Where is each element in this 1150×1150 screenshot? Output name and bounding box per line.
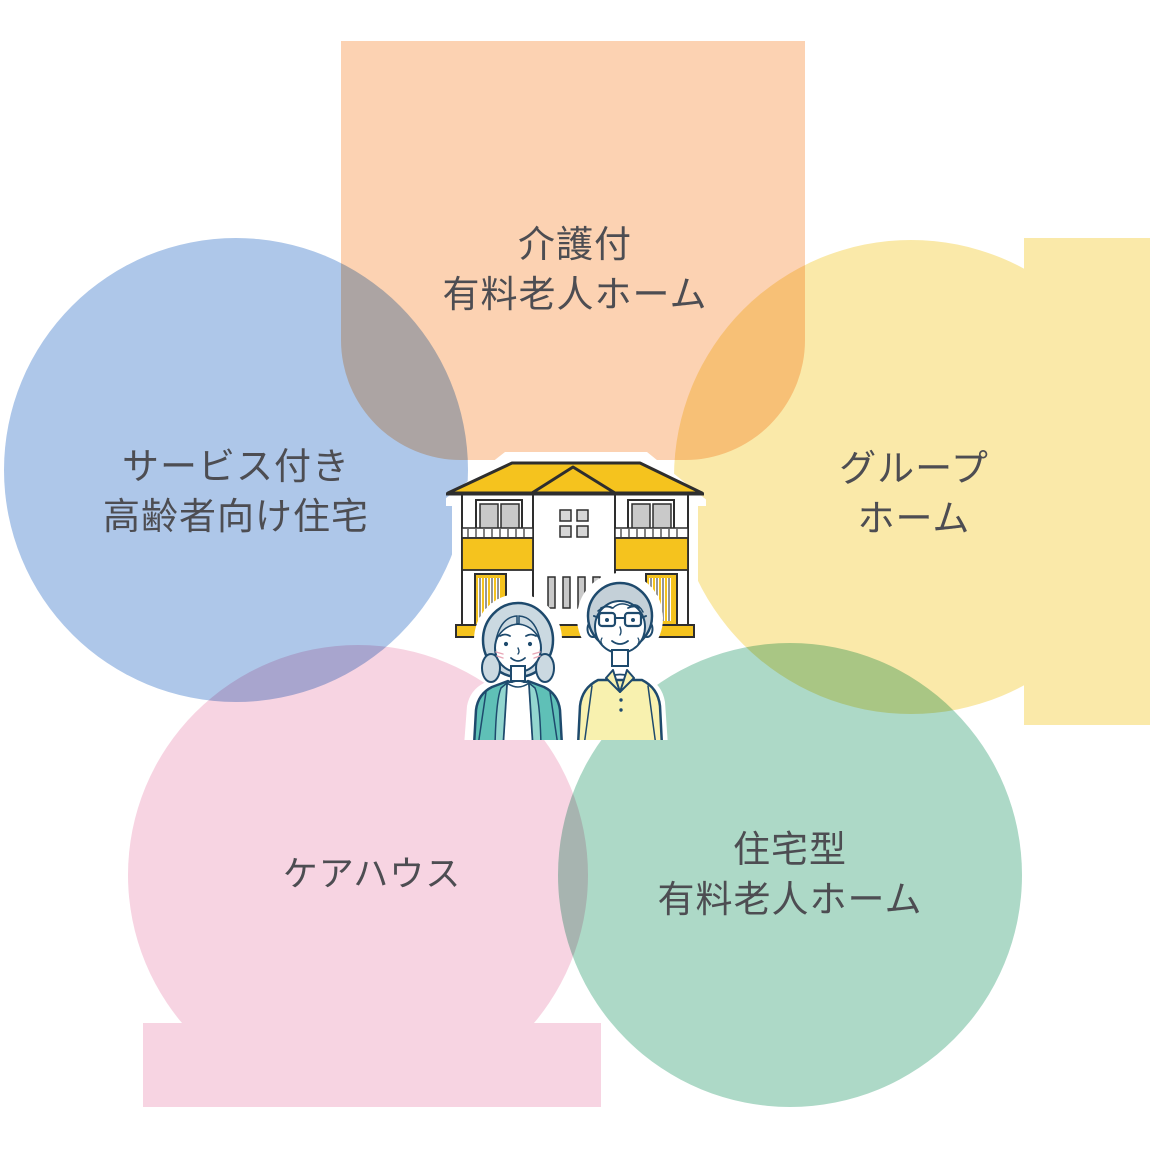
elderly-man-figure [572, 573, 668, 740]
label-service-senior-housing: サービス付き 高齢者向け住宅 [103, 442, 369, 542]
balcony-right [614, 527, 689, 571]
elderly-woman-figure [464, 594, 572, 740]
label-nursing-care-home: 介護付 有料老人ホーム [443, 220, 708, 320]
petal-group-home-rect [1024, 238, 1150, 725]
label-line: 有料老人ホーム [442, 273, 708, 316]
center-square-windows [559, 509, 589, 538]
balcony-left [461, 527, 534, 571]
house-couple-illustration [446, 452, 706, 740]
label-line: ホーム [857, 497, 971, 540]
label-line: サービス付き [122, 445, 350, 488]
label-line: 住宅型 [732, 828, 847, 871]
label-group-home: グループ ホーム [839, 444, 989, 544]
label-care-house: ケアハウス [283, 850, 462, 900]
woman-face-features [495, 633, 541, 662]
man-collar [605, 669, 635, 712]
label-line: ケアハウス [282, 855, 462, 895]
petal-service-senior-housing [4, 238, 468, 702]
petal-care-house-rect [143, 1023, 601, 1107]
second-floor-window-right [627, 499, 675, 535]
label-line: 高齢者向け住宅 [103, 495, 369, 538]
label-line: グループ [839, 447, 989, 490]
man-neck [611, 649, 629, 667]
woman-neck [510, 665, 526, 682]
woman-bangs [495, 615, 518, 641]
label-residential-home: 住宅型 有料老人ホーム [658, 825, 923, 925]
man-glasses [593, 611, 647, 628]
woman-shirt [503, 683, 533, 740]
label-line: 有料老人ホーム [657, 878, 923, 921]
label-line: 介護付 [517, 223, 632, 266]
